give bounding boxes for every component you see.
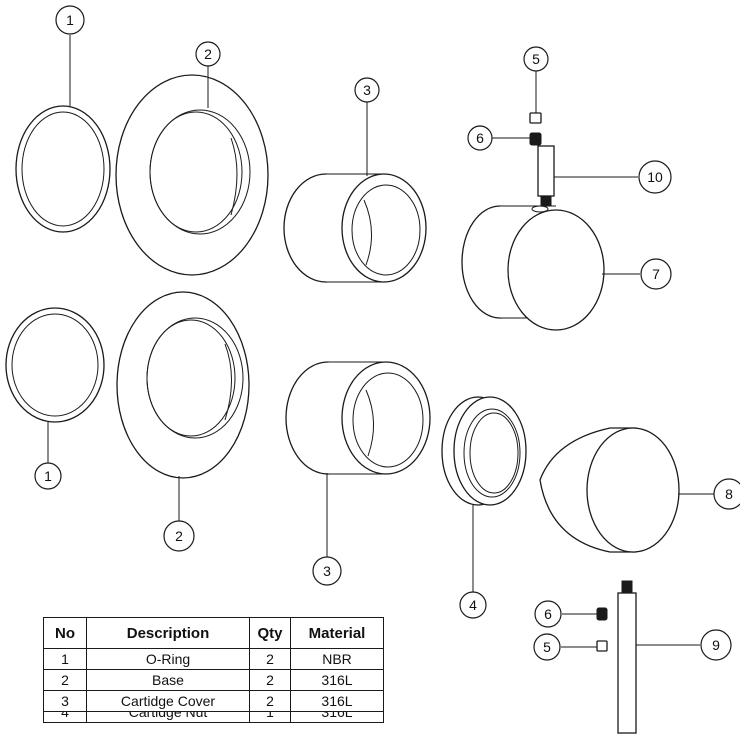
svg-text:10: 10 bbox=[647, 169, 663, 185]
callout-6-top: 6 bbox=[467, 125, 493, 151]
cartridge-cover-bottom bbox=[285, 361, 431, 475]
cell-no: 2 bbox=[43, 669, 87, 691]
svg-text:5: 5 bbox=[532, 51, 540, 67]
callout-1-bottom: 1 bbox=[34, 462, 62, 490]
set-screw-bottom bbox=[596, 607, 608, 621]
svg-text:3: 3 bbox=[363, 82, 371, 98]
cell-qty-text: 1 bbox=[266, 711, 274, 720]
cap-top bbox=[529, 112, 542, 124]
cell-qty: 2 bbox=[249, 648, 291, 670]
cell-qty: 2 bbox=[249, 690, 291, 712]
svg-text:9: 9 bbox=[712, 637, 720, 653]
callout-5-bottom: 5 bbox=[533, 633, 561, 661]
base-top bbox=[115, 74, 269, 276]
cartridge-nut bbox=[441, 396, 527, 506]
cell-material: NBR bbox=[290, 648, 384, 670]
cartridge-cover-top bbox=[283, 165, 427, 283]
long-pin bbox=[617, 580, 637, 734]
cell-qty: 1 bbox=[249, 711, 291, 723]
cell-qty: 2 bbox=[249, 669, 291, 691]
svg-text:8: 8 bbox=[725, 486, 733, 502]
cell-no: 1 bbox=[43, 648, 87, 670]
cell-no: 4 bbox=[43, 711, 87, 723]
svg-text:6: 6 bbox=[544, 606, 552, 622]
o-ring-bottom bbox=[5, 307, 105, 423]
handle-top bbox=[461, 205, 605, 331]
cell-material: 316L bbox=[290, 711, 384, 723]
svg-text:3: 3 bbox=[323, 563, 331, 579]
svg-text:6: 6 bbox=[476, 130, 484, 146]
base-bottom bbox=[116, 291, 250, 479]
table-row: 3 Cartidge Cover 2 316L bbox=[43, 690, 384, 712]
cell-description: Cartidge Cover bbox=[86, 690, 250, 712]
table-header-row: No Description Qty Material bbox=[43, 617, 384, 649]
handle-bottom bbox=[539, 427, 680, 553]
cell-material: 316L bbox=[290, 669, 384, 691]
svg-text:5: 5 bbox=[543, 639, 551, 655]
callout-2-bottom: 2 bbox=[163, 520, 195, 552]
cell-material: 316L bbox=[290, 690, 384, 712]
pin-top bbox=[537, 145, 555, 207]
cell-description: Base bbox=[86, 669, 250, 691]
parts-table: No Description Qty Material 1 O-Ring 2 N… bbox=[43, 617, 384, 723]
callout-2-top: 2 bbox=[195, 41, 221, 67]
leader-lines bbox=[47, 35, 714, 648]
cell-material-text: 316L bbox=[321, 711, 353, 720]
col-header-description: Description bbox=[86, 617, 250, 649]
set-screw-top bbox=[529, 132, 542, 146]
callout-4: 4 bbox=[459, 591, 487, 619]
cell-no-text: 4 bbox=[61, 711, 69, 720]
col-header-qty: Qty bbox=[249, 617, 291, 649]
callout-6-bottom: 6 bbox=[534, 600, 562, 628]
svg-text:2: 2 bbox=[175, 528, 183, 544]
table-row: 2 Base 2 316L bbox=[43, 669, 384, 691]
svg-text:1: 1 bbox=[44, 468, 52, 484]
o-ring-top bbox=[15, 105, 111, 233]
cell-description: Cartidge Nut bbox=[86, 711, 250, 723]
callout-3-top: 3 bbox=[354, 77, 380, 103]
callout-1-top: 1 bbox=[55, 5, 85, 35]
cell-description-text: Cartidge Nut bbox=[128, 711, 208, 720]
callout-7: 7 bbox=[640, 258, 672, 290]
callout-9: 9 bbox=[700, 629, 732, 661]
col-header-no: No bbox=[43, 617, 87, 649]
callout-8: 8 bbox=[713, 478, 740, 510]
col-header-material: Material bbox=[290, 617, 384, 649]
cap-bottom bbox=[596, 640, 608, 652]
table-row: 1 O-Ring 2 NBR bbox=[43, 648, 384, 670]
callout-10: 10 bbox=[638, 160, 672, 194]
cell-description: O-Ring bbox=[86, 648, 250, 670]
cell-no: 3 bbox=[43, 690, 87, 712]
svg-text:4: 4 bbox=[469, 597, 477, 613]
svg-text:2: 2 bbox=[204, 46, 212, 62]
svg-text:7: 7 bbox=[652, 266, 660, 282]
table-row: 4 Cartidge Nut 1 316L bbox=[43, 711, 384, 723]
svg-text:1: 1 bbox=[66, 12, 74, 28]
callout-5-top: 5 bbox=[523, 46, 549, 72]
callout-3-bottom: 3 bbox=[312, 556, 342, 586]
